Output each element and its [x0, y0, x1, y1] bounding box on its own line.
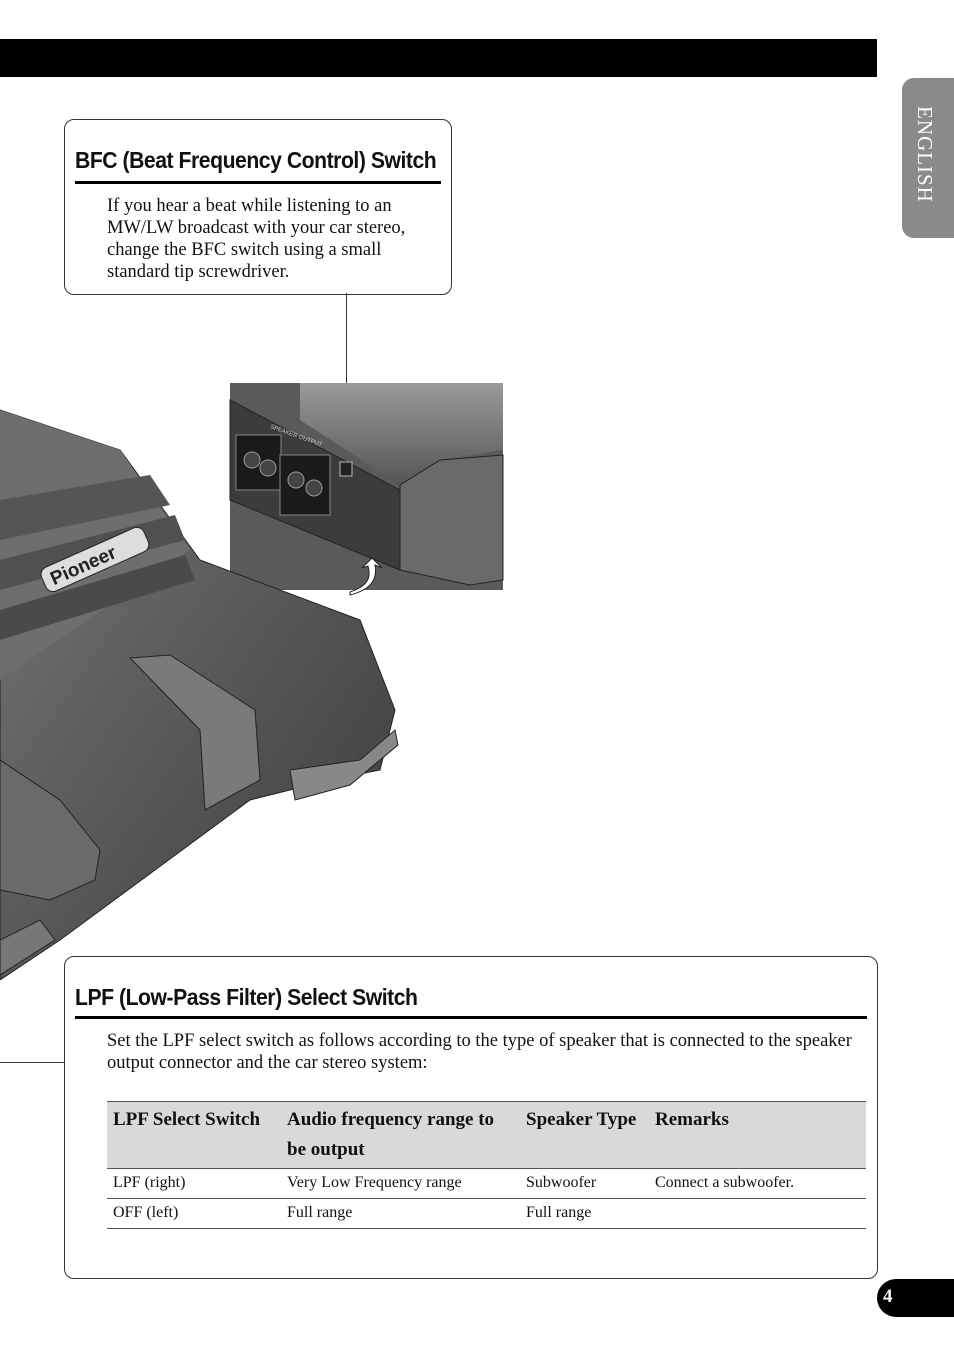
table-header-row: LPF Select Switch Audio frequency range …: [107, 1101, 866, 1169]
table-row: LPF (right) Very Low Frequency range Sub…: [107, 1168, 866, 1199]
bfc-title-rule: [75, 181, 441, 184]
lpf-table: LPF Select Switch Audio frequency range …: [107, 1101, 866, 1229]
bfc-title: BFC (Beat Frequency Control) Switch: [75, 147, 437, 173]
language-label: ENGLISH: [913, 106, 937, 203]
table-row: OFF (left) Full range Full range: [107, 1198, 866, 1229]
lpf-title-rule: [75, 1016, 867, 1019]
language-tab: ENGLISH: [902, 78, 954, 238]
bfc-body: If you hear a beat while listening to an…: [107, 196, 406, 282]
lpf-leader-line: [0, 1062, 64, 1063]
table-cell: OFF (left): [107, 1198, 281, 1229]
table-header-cell: LPF Select Switch: [107, 1101, 281, 1169]
table-cell: Full range: [520, 1198, 649, 1229]
table-cell: Full range: [281, 1198, 520, 1229]
bfc-leader-line: [346, 293, 347, 463]
table-header-cell: Speaker Type: [520, 1101, 649, 1169]
table-cell: Subwoofer: [520, 1168, 649, 1199]
bfc-callout: BFC (Beat Frequency Control) Switch If y…: [64, 119, 452, 295]
page-number: 4: [883, 1286, 893, 1307]
amplifier-illustration: SPEAKER OUTPUT Pioneer: [0, 383, 504, 980]
table-cell: Connect a subwoofer.: [649, 1168, 866, 1199]
header-bar: [0, 39, 877, 77]
table-cell: [649, 1198, 866, 1229]
table-cell: LPF (right): [107, 1168, 281, 1199]
lpf-title: LPF (Low-Pass Filter) Select Switch: [75, 984, 418, 1010]
page-number-tab: 4: [877, 1279, 954, 1317]
lpf-callout: LPF (Low-Pass Filter) Select Switch Set …: [64, 956, 878, 1279]
table-header-cell: Remarks: [649, 1101, 866, 1169]
table-header-cell: Audio frequency range to be output: [281, 1101, 520, 1169]
lpf-body: Set the LPF select switch as follows acc…: [107, 1031, 852, 1073]
table-cell: Very Low Frequency range: [281, 1168, 520, 1199]
